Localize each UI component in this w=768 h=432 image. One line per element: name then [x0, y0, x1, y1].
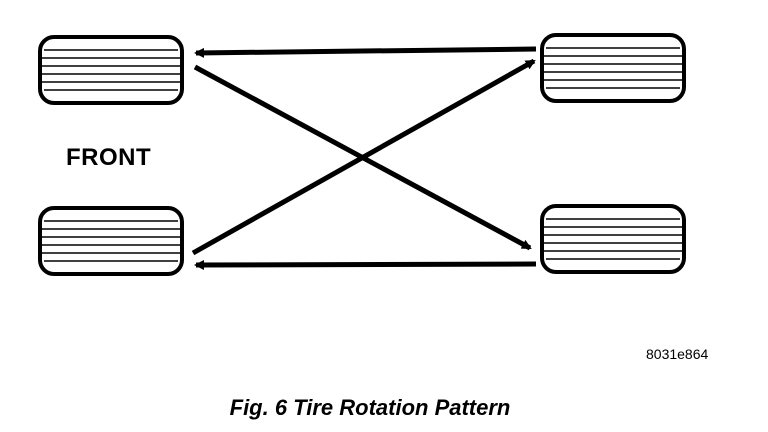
figure-caption: Fig. 6 Tire Rotation Pattern: [0, 397, 768, 419]
tire-rear-left: [38, 206, 184, 276]
figure-caption-text: Fig. 6 Tire Rotation Pattern: [229, 395, 511, 420]
tire-front-right: [540, 33, 686, 103]
front-label: FRONT: [66, 144, 152, 171]
arrow-top-right-to-top-left: [194, 46, 537, 58]
figure-code: 8031e864: [646, 346, 709, 362]
arrow-bottom-right-to-bottom-left: [194, 259, 537, 270]
arrow-bottom-left-to-top-right: [191, 58, 536, 256]
tire-front-left: [38, 35, 184, 105]
tire-rear-right: [540, 204, 686, 274]
